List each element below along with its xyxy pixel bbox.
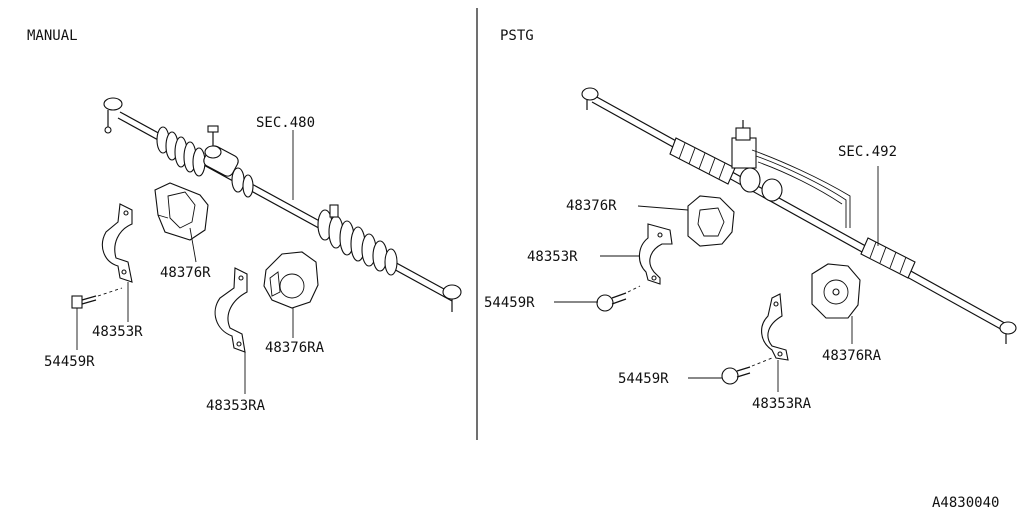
manual-bushing-48376ra: [263, 251, 319, 309]
manual-label-48353ra: 48353RA: [206, 398, 266, 414]
pstg-label-48376ra: 48376RA: [822, 348, 882, 364]
manual-label-48353r: 48353R: [92, 324, 143, 340]
leader-48376r-manual: [189, 227, 197, 263]
manual-label-48376ra: 48376RA: [265, 340, 325, 356]
pstg-clamp-48353r: [638, 223, 673, 285]
pstg-label-48353r: 48353R: [527, 249, 578, 265]
pstg-label-sec: SEC.492: [838, 144, 897, 160]
pstg-section-title: PSTG: [500, 28, 534, 44]
pstg-label-54459r: 54459R: [484, 295, 535, 311]
manual-label-sec: SEC.480: [256, 115, 315, 131]
pstg-bushing-48376r: [687, 195, 735, 247]
manual-bushing-48376r: [154, 182, 209, 241]
manual-right-boot: [317, 209, 398, 276]
pstg-label-48353ra: 48353RA: [752, 396, 812, 412]
pstg-steering-rack: [581, 87, 1017, 344]
pstg-bushing-48376ra: [811, 263, 861, 319]
manual-steering-rack: [103, 97, 462, 312]
manual-section: [71, 97, 462, 394]
pstg-bolt-54459r-ra: [721, 357, 773, 385]
manual-bolt-54459r: [71, 287, 123, 309]
manual-clamp-48353ra: [214, 267, 248, 353]
pstg-section: [554, 87, 1017, 392]
pstg-bolt-54459r: [596, 285, 641, 312]
manual-clamp-48353r: [101, 203, 133, 283]
manual-label-54459r: 54459R: [44, 354, 95, 370]
pstg-clamp-48353ra: [761, 293, 789, 361]
manual-label-48376r: 48376R: [160, 265, 211, 281]
pstg-label-48376r: 48376R: [566, 198, 617, 214]
manual-section-title: MANUAL: [27, 28, 78, 44]
leader-48376r-pstg: [637, 205, 689, 211]
figure-id: A4830040: [932, 495, 999, 511]
pstg-label-54459r-ra: 54459R: [618, 371, 669, 387]
manual-left-boot: [156, 126, 206, 177]
